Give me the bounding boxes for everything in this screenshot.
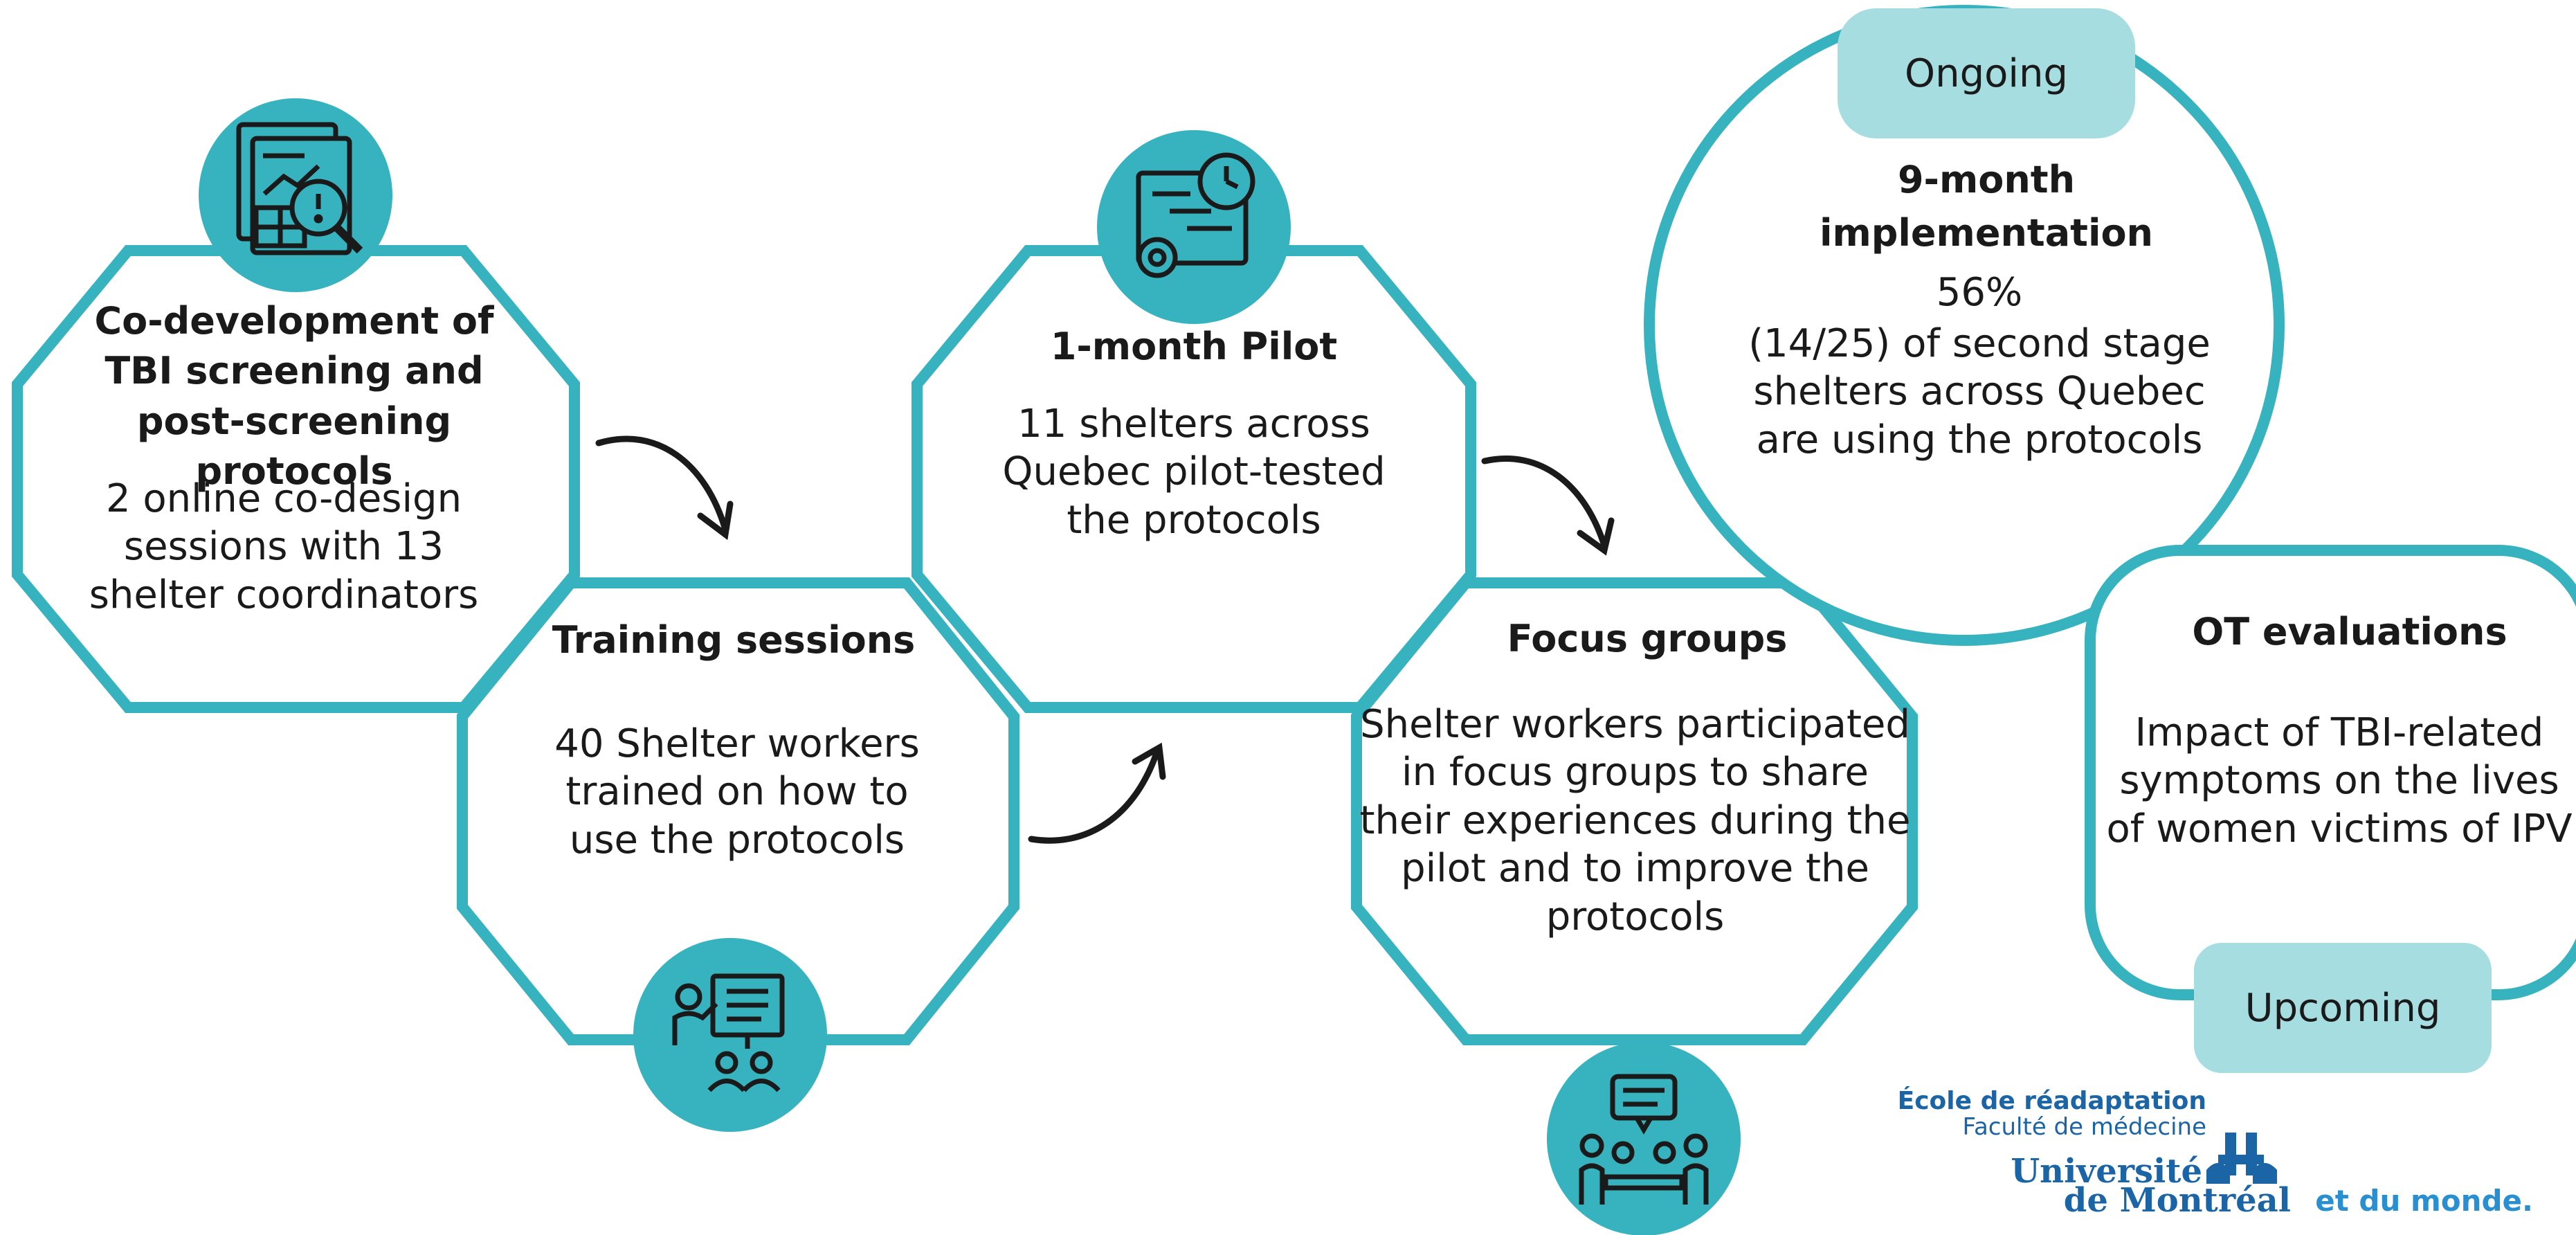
codev-title: Co-development of TBI screening and post… (94, 299, 494, 494)
training-octagon (457, 577, 1019, 1045)
focus-title: Focus groups (1507, 617, 1788, 660)
pilot-body: 11 shelters across Quebec pilot-tested t… (1002, 402, 1386, 543)
ongoing-badge: Ongoing (1838, 8, 2135, 138)
universite-label: Université (2011, 1152, 2202, 1191)
ot-title: OT evaluations (2192, 610, 2507, 653)
codev-body: 2 online co-design sessions with 13 shel… (89, 476, 479, 618)
focus-group-meeting-icon (1547, 1042, 1741, 1235)
montreal-label: de Montréal (2063, 1181, 2291, 1220)
upcoming-badge: Upcoming (2194, 943, 2492, 1073)
presentation-training-icon (633, 938, 827, 1132)
arrow-icon (1481, 455, 1615, 556)
faculte-medecine-label: Faculté de médecine (1962, 1113, 2206, 1141)
focus-body: Shelter workers participated in focus gr… (1359, 702, 1911, 939)
focus-octagon (1351, 577, 1918, 1045)
document-analysis-icon (199, 98, 392, 292)
udem-logo-mark (2206, 1133, 2277, 1184)
tagline-label: et du monde. (2315, 1184, 2533, 1218)
implementation-body: (14/25) of second stage shelters across … (1748, 321, 2211, 462)
arrow-icon (1028, 742, 1166, 844)
ot-body: Impact of TBI-related symptoms on the li… (2106, 710, 2573, 851)
pilot-title: 1-month Pilot (1050, 325, 1338, 368)
implementation-stat: 56% (1936, 270, 2023, 315)
arrow-icon (595, 435, 734, 541)
timeline-clock-gear-icon (1097, 130, 1291, 324)
training-title: Training sessions (552, 618, 916, 662)
implementation-title: 9-month implementation (1819, 158, 2154, 255)
training-body: 40 Shelter workers trained on how to use… (554, 721, 920, 863)
ecole-readaptation-label: École de réadaptation (1897, 1087, 2206, 1115)
